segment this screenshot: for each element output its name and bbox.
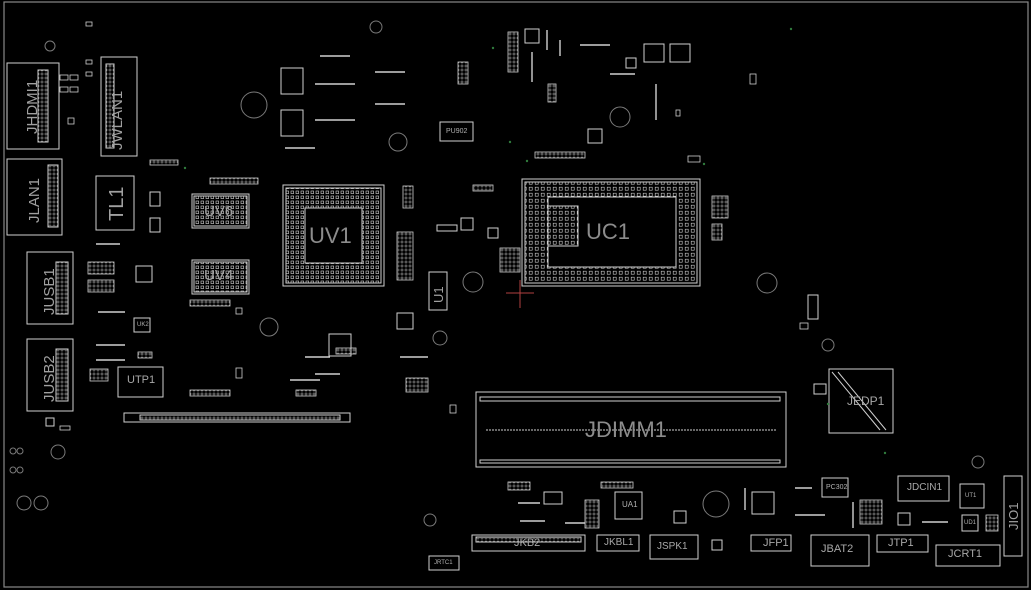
jio1-footprint (1003, 475, 1023, 557)
jusb2-footprint (26, 338, 74, 412)
label-u1: U1 (431, 286, 446, 303)
jkbl1-footprint (596, 534, 640, 552)
uv6-footprint (191, 193, 250, 229)
label-jrtc1: JRTC1 (434, 560, 453, 566)
jrtc1-footprint (428, 555, 460, 571)
jkb2-footprint (471, 534, 586, 552)
jlan1-footprint (6, 158, 63, 236)
pu902-footprint (439, 121, 474, 142)
jusb1-footprint (26, 251, 74, 325)
jfp1-footprint (750, 534, 792, 552)
ua1-footprint (614, 491, 643, 520)
uc1-footprint (521, 178, 701, 287)
label-pu902: PU902 (446, 128, 468, 135)
label-jcrt1: JCRT1 (948, 548, 983, 560)
jspk1-footprint (649, 534, 699, 560)
label-jkb2: JKB2 (514, 537, 541, 549)
label-uk2: UK2 (137, 322, 149, 328)
tl1-footprint (95, 175, 135, 231)
jtp1-footprint (876, 534, 929, 553)
u1-footprint (428, 271, 448, 311)
label-uv1: UV1 (309, 223, 352, 248)
label-uv6: UV6 (204, 203, 234, 220)
label-pc302: PC302 (826, 484, 848, 491)
label-jkbl1: JKBL1 (604, 537, 634, 548)
label-uc1: UC1 (586, 219, 631, 244)
label-jusb1: JUSB1 (41, 268, 58, 315)
jdcin1-footprint (897, 475, 950, 502)
ud1-footprint (961, 514, 979, 532)
uv1-footprint (282, 184, 385, 287)
board-outline (3, 1, 1029, 588)
label-jedp1: JEDP1 (847, 394, 885, 408)
jdimm1-footprint (475, 391, 787, 468)
jbat2-footprint (810, 534, 870, 567)
label-jwlan1: JWLAN1 (109, 90, 126, 150)
pc302-footprint (821, 477, 849, 498)
jcrt1-footprint (935, 544, 1001, 567)
label-jdcin1: JDCIN1 (907, 482, 943, 493)
label-jspk1: JSPK1 (657, 541, 688, 552)
utp1-footprint (117, 366, 164, 398)
label-uv4: UV4 (204, 267, 234, 284)
label-jdimm1: JDIMM1 (585, 417, 667, 442)
label-utp1: UTP1 (127, 374, 156, 386)
label-jhdmi1: JHDMI1 (24, 79, 41, 134)
jwlan1-footprint (100, 56, 138, 157)
label-ud1: UD1 (964, 520, 977, 526)
label-jfp1: JFP1 (763, 537, 789, 549)
label-jusb2: JUSB2 (41, 355, 58, 402)
label-ua1: UA1 (622, 500, 638, 509)
label-tl1: TL1 (106, 186, 128, 221)
label-jtp1: JTP1 (888, 537, 914, 549)
label-jlan1: JLAN1 (26, 177, 43, 223)
label-jio1: JIO1 (1006, 502, 1021, 530)
label-ut1: UT1 (965, 493, 977, 499)
label-jbat2: JBAT2 (821, 543, 854, 555)
ut1-footprint (959, 483, 985, 509)
jedp1-footprint (828, 368, 894, 434)
uv4-footprint (191, 259, 250, 295)
jhdmi1-footprint (6, 62, 60, 150)
